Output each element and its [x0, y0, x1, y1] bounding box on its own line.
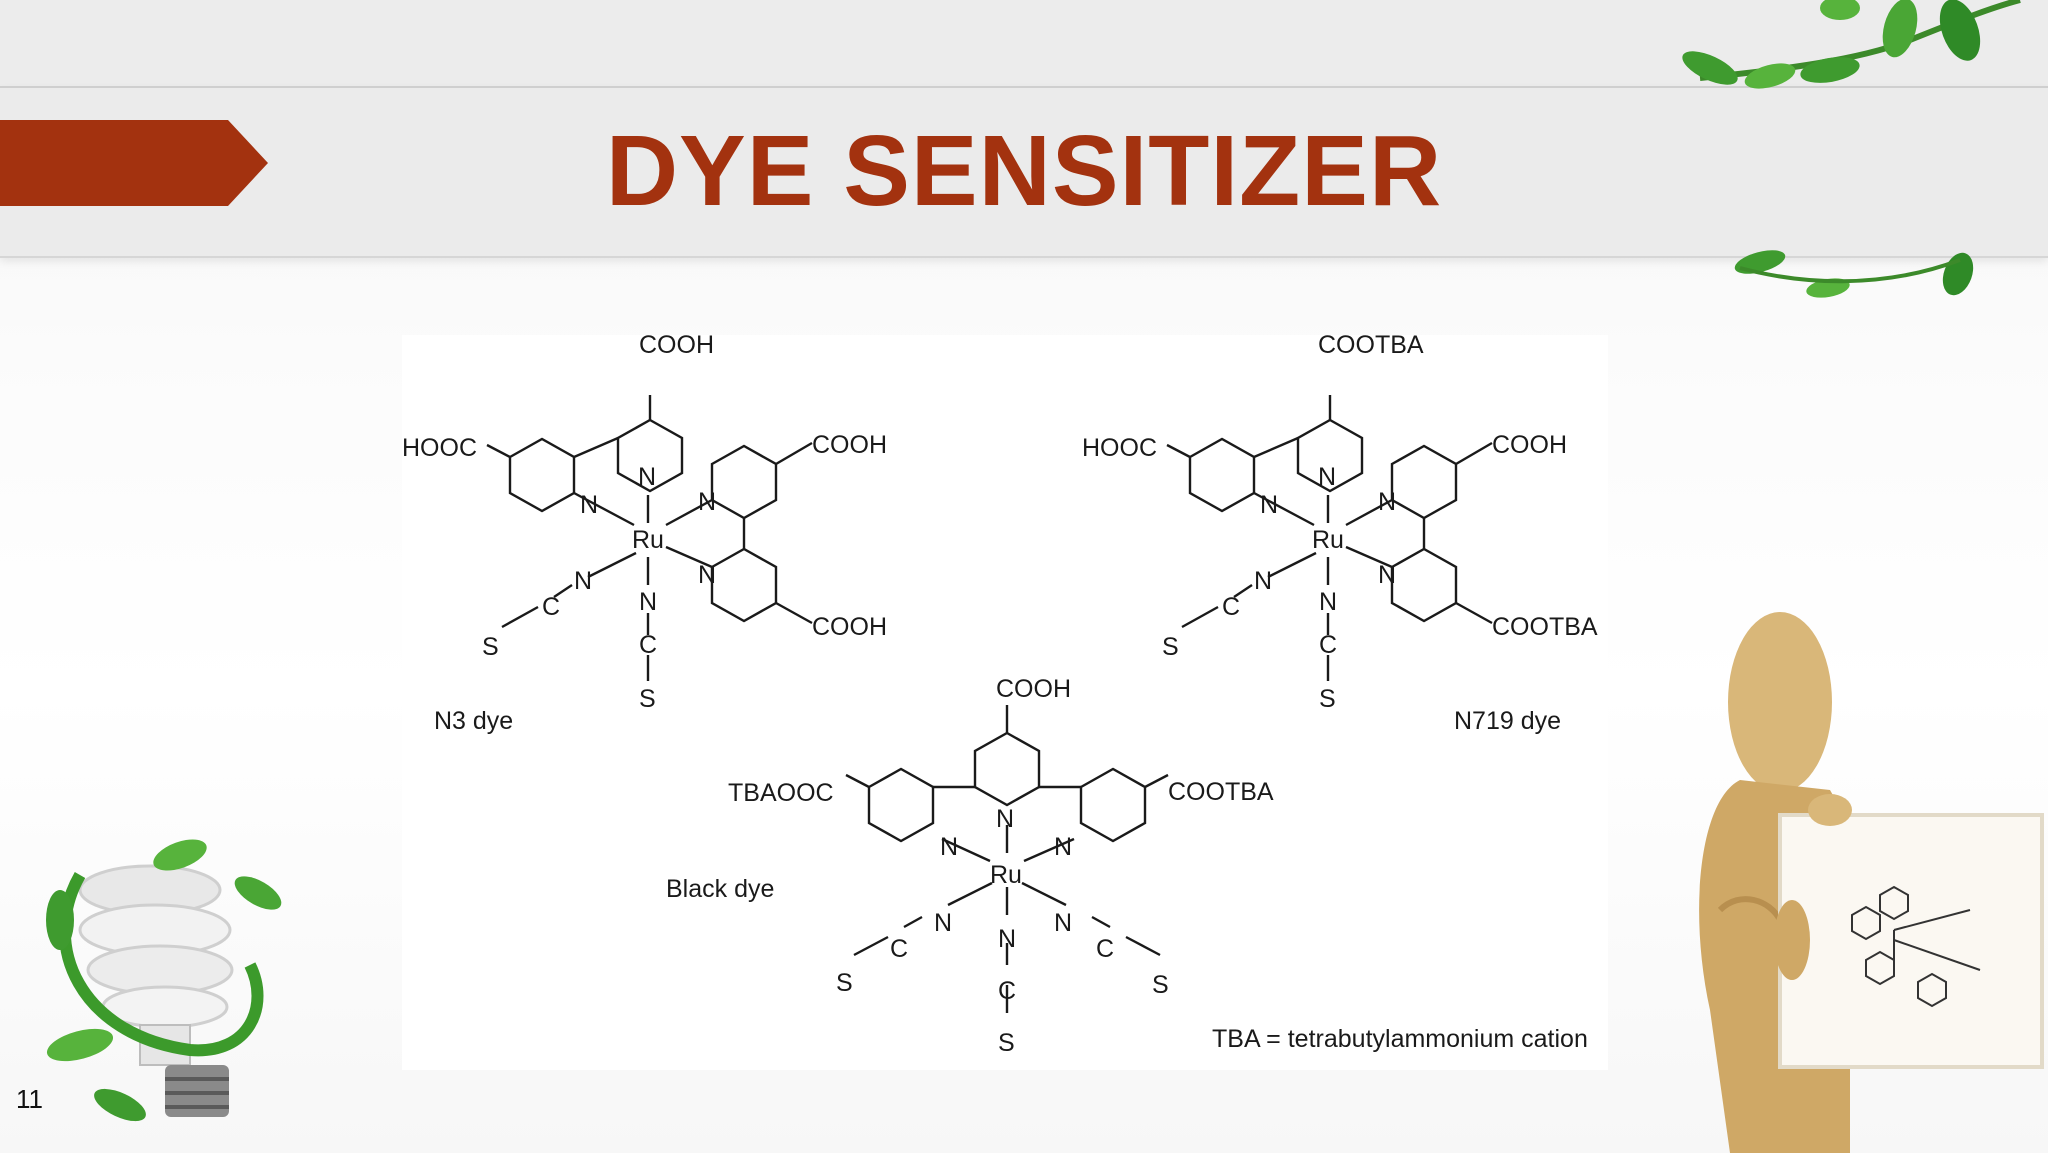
n719-n-left: N — [1260, 491, 1278, 519]
n3-n-top: N — [638, 463, 656, 491]
n3-dye-label: N3 dye — [434, 707, 513, 735]
black-n-center: N — [996, 805, 1014, 833]
eco-bulb-icon — [46, 839, 282, 1122]
n3-cooh-right-lower: COOH — [812, 613, 887, 641]
black-n-left: N — [940, 833, 958, 861]
n719-ru: Ru — [1312, 526, 1344, 554]
black-cooh-top: COOH — [996, 675, 1071, 703]
black-ncs-left-n: N — [934, 909, 952, 937]
n719-cooh-right-upper: COOH — [1492, 431, 1567, 459]
n719-ncs-s: S — [1162, 633, 1179, 661]
black-ncs-right-s: S — [1152, 971, 1169, 999]
chemical-structures: COOH HOOC COOH COOH Ru N N N N N C S N C… — [402, 335, 1598, 1057]
black-cootba-right: COOTBA — [1168, 778, 1274, 806]
page-number: 11 — [16, 1084, 43, 1114]
n719-ncs2-s: S — [1319, 685, 1336, 713]
slide-title: DYE SENSITIZER — [605, 115, 1443, 227]
tba-footnote: TBA = tetrabutylammonium cation — [1212, 1025, 1588, 1053]
n719-ncs2-c: C — [1319, 631, 1337, 659]
figure-holding-sign-decoration — [1699, 612, 2044, 1153]
n3-hooc-left: HOOC — [402, 434, 477, 462]
n719-n-right-lower: N — [1378, 561, 1396, 589]
black-n-right: N — [1054, 833, 1072, 861]
n3-ncs-n: N — [574, 567, 592, 595]
n3-dye-bonds — [486, 395, 813, 681]
n719-dye-bonds — [1166, 395, 1493, 681]
n719-ncs2-n: N — [1319, 588, 1337, 616]
black-tbaooc-left: TBAOOC — [728, 779, 834, 807]
n3-ncs2-s: S — [639, 685, 656, 713]
black-ncs-bottom-c: C — [998, 977, 1016, 1005]
black-dye-bonds — [845, 705, 1169, 1013]
n3-ncs-c: C — [542, 593, 560, 621]
black-ncs-left-c: C — [890, 935, 908, 963]
dye-structures-figure: COOH HOOC COOH COOH Ru N N N N N C S N C… — [402, 335, 1608, 1070]
n3-ncs2-c: C — [639, 631, 657, 659]
n719-cootba-top: COOTBA — [1318, 335, 1424, 359]
n3-n-right-upper: N — [698, 488, 716, 516]
black-ncs-bottom-s: S — [998, 1029, 1015, 1057]
n719-n-right-upper: N — [1378, 488, 1396, 516]
black-ncs-left-s: S — [836, 969, 853, 997]
n3-ncs-s: S — [482, 633, 499, 661]
title-band — [0, 86, 2048, 258]
n3-cooh-top: COOH — [639, 335, 714, 359]
n3-ncs2-n: N — [639, 588, 657, 616]
black-ncs-right-n: N — [1054, 909, 1072, 937]
black-ru: Ru — [990, 861, 1022, 889]
n719-hooc-left: HOOC — [1082, 434, 1157, 462]
black-ncs-right-c: C — [1096, 935, 1114, 963]
n719-cootba-right-lower: COOTBA — [1492, 613, 1598, 641]
black-dye-label: Black dye — [666, 875, 774, 903]
n3-cooh-right-upper: COOH — [812, 431, 887, 459]
n3-ru: Ru — [632, 526, 664, 554]
n719-ncs-c: C — [1222, 593, 1240, 621]
n3-n-left: N — [580, 491, 598, 519]
n719-dye-label: N719 dye — [1454, 707, 1561, 735]
n719-ncs-n: N — [1254, 567, 1272, 595]
title-arrow-tab — [0, 120, 268, 206]
black-ncs-bottom-n: N — [998, 925, 1016, 953]
vine-leaves-decoration — [1682, 0, 2021, 298]
n3-n-right-lower: N — [698, 561, 716, 589]
n719-n-top: N — [1318, 463, 1336, 491]
